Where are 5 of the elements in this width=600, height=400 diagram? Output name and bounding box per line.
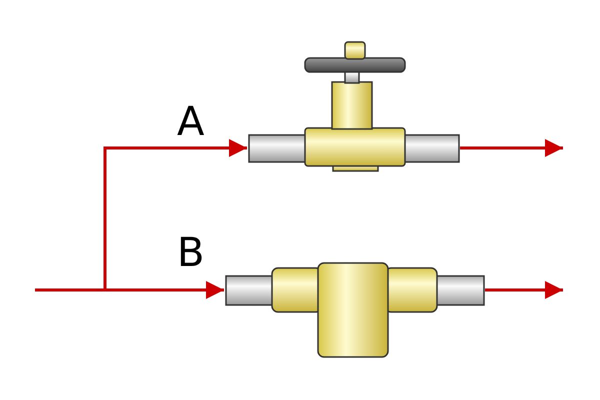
arrow [35,281,224,299]
tee-fitting-drawing [225,262,485,358]
needle-valve-drawing [248,40,460,174]
arrow [485,281,563,299]
arrow [460,139,563,157]
